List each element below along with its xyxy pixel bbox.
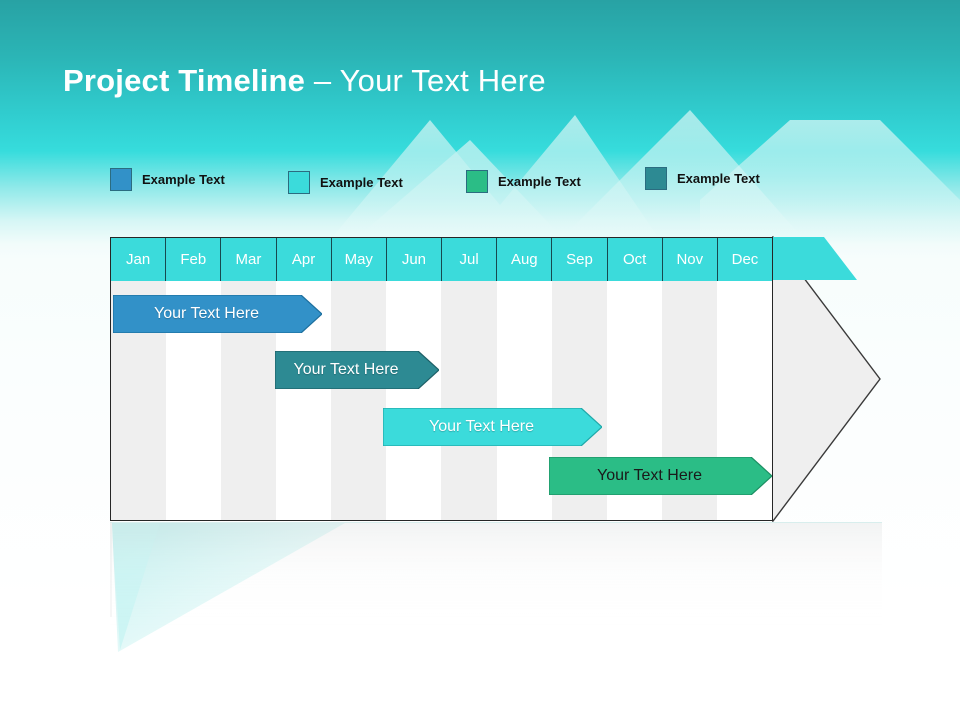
month-header-mar[interactable]: Mar — [221, 238, 277, 281]
task-bar-arrow-shape — [549, 457, 772, 495]
timeline-arrow-tip — [772, 236, 881, 522]
task-bar-label: Your Text Here — [429, 418, 534, 435]
month-header-row: Jan Feb Mar Apr May Jun Jul Aug Sep Oct … — [111, 238, 772, 281]
month-header-dec[interactable]: Dec — [731, 251, 759, 268]
task-bar-3[interactable]: Your Text Here — [383, 408, 602, 446]
month-header-nov[interactable]: Nov — [663, 238, 718, 281]
month-header-jul[interactable]: Jul — [442, 238, 498, 281]
task-bar-label: Your Text Here — [597, 467, 702, 484]
column-jan — [111, 238, 167, 520]
month-header-feb[interactable]: Feb — [166, 238, 222, 281]
column-jul — [441, 238, 497, 520]
task-bar-label: Your Text Here — [154, 305, 259, 322]
legend-label: Example Text — [320, 175, 403, 190]
month-header-jun[interactable]: Jun — [387, 238, 443, 281]
column-aug — [496, 238, 552, 520]
month-header-sep[interactable]: Sep — [552, 238, 608, 281]
task-bar-label: Your Text Here — [293, 361, 399, 378]
title-strong: Project Timeline — [63, 63, 306, 98]
month-header-apr[interactable]: Apr — [277, 238, 332, 281]
legend-item-1[interactable]: Example Text — [110, 168, 225, 191]
task-bar-1[interactable]: Your Text Here — [113, 295, 322, 333]
page-title: Project Timeline – Your Text Here — [63, 60, 546, 102]
legend-item-3[interactable]: Example Text — [466, 170, 581, 193]
column-mar — [221, 238, 277, 520]
month-header-oct[interactable]: Oct — [608, 238, 663, 281]
legend-label: Example Text — [498, 174, 581, 189]
task-bar-arrow-shape — [113, 295, 322, 333]
month-header-aug[interactable]: Aug — [497, 238, 553, 281]
task-bar-arrow-shape — [383, 408, 602, 446]
legend-item-4[interactable]: Example Text — [645, 167, 760, 190]
legend-swatch-icon — [645, 167, 667, 190]
legend-item-2[interactable]: Example Text — [288, 171, 403, 194]
month-header-may[interactable]: May — [332, 238, 387, 281]
legend-label: Example Text — [142, 172, 225, 187]
task-bar-4[interactable]: Your Text Here — [549, 457, 772, 495]
timeline-chart: Jan Feb Mar Apr May Jun Jul Aug Sep Oct … — [110, 237, 773, 521]
legend-swatch-icon — [466, 170, 488, 193]
task-bar-2[interactable]: Your Text Here — [275, 351, 439, 389]
legend-label: Example Text — [677, 171, 760, 186]
title-light: – Your Text Here — [305, 63, 546, 98]
task-bar-arrow-shape — [275, 351, 439, 389]
month-header-jan[interactable]: Jan — [111, 238, 167, 281]
background-gradient-band — [0, 0, 960, 260]
legend-swatch-icon — [288, 171, 310, 194]
column-feb — [166, 238, 222, 520]
legend-swatch-icon — [110, 168, 132, 191]
